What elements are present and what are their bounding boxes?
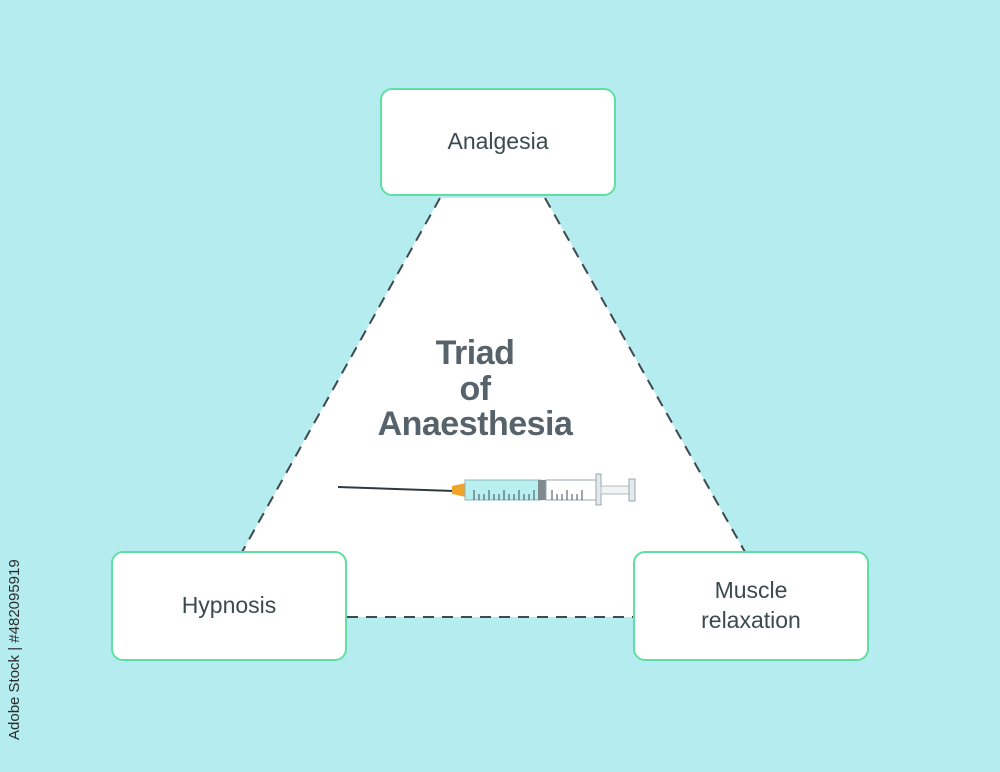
title-line-2: of bbox=[459, 369, 491, 408]
diagram-title: Triad of Anaesthesia bbox=[340, 334, 610, 444]
node-hypnosis: Hypnosis bbox=[111, 551, 347, 661]
stock-watermark-id: Adobe Stock | #482095919 bbox=[6, 559, 23, 740]
node-hypnosis-label: Hypnosis bbox=[181, 592, 277, 619]
dashed-edge-right bbox=[544, 197, 746, 553]
node-muscle-relaxation-line-2: relaxation bbox=[701, 607, 801, 633]
triad-triangle bbox=[242, 198, 745, 617]
node-muscle-relaxation-label: Muscle relaxation bbox=[701, 576, 801, 636]
dashed-edge-left bbox=[241, 197, 441, 553]
title-line-1: Triad bbox=[435, 334, 515, 372]
node-muscle-relaxation: Muscle relaxation bbox=[633, 551, 869, 661]
title-line-3: Anaesthesia bbox=[377, 405, 573, 444]
node-muscle-relaxation-line-1: Muscle bbox=[714, 577, 788, 604]
syringe-icon bbox=[337, 473, 636, 506]
node-analgesia-label: Analgesia bbox=[447, 128, 549, 155]
node-analgesia: Analgesia bbox=[380, 88, 616, 196]
